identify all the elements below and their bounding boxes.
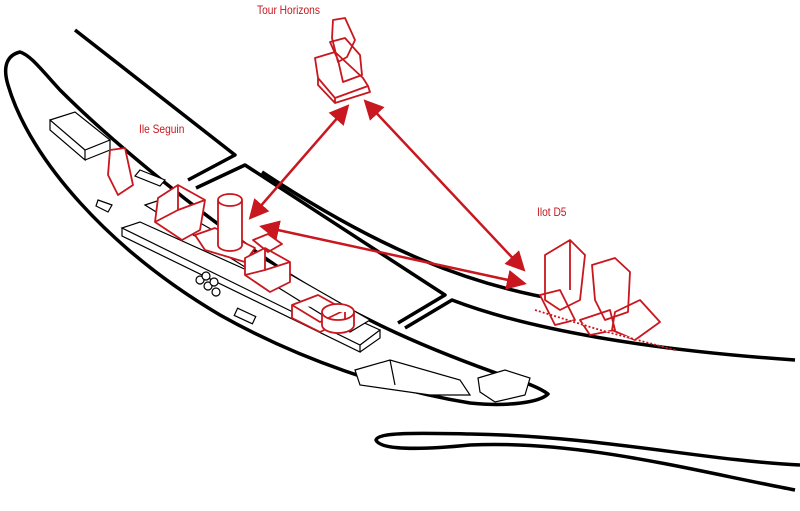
tour-horizons-building	[314, 17, 371, 104]
red-cylinder	[321, 303, 355, 334]
ilot-d5-buildings	[539, 239, 661, 341]
label-ilot-d5: Ilot D5	[537, 205, 567, 219]
ilot-d5-footprint	[534, 309, 676, 351]
bank-lower	[404, 298, 796, 362]
island-outline	[3, 50, 550, 407]
mainland-outline	[374, 431, 800, 492]
projects	[107, 17, 676, 351]
building	[477, 369, 531, 403]
red-tower-left	[107, 147, 134, 196]
building	[95, 199, 113, 213]
building	[233, 307, 257, 325]
building	[48, 111, 112, 162]
label-tour-horizons: Tour Horizons	[257, 3, 320, 17]
arrow-horizons-d5	[363, 99, 526, 272]
building	[354, 359, 472, 396]
riverbanks	[3, 28, 800, 492]
arrow-seguin-horizons	[248, 104, 350, 220]
red-cylinder	[217, 193, 243, 252]
bank-parcel-1	[73, 28, 237, 182]
arrow-seguin-d5	[259, 220, 527, 290]
label-ile-seguin: Ile Seguin	[139, 122, 185, 136]
red-block	[154, 184, 206, 241]
building	[134, 169, 166, 187]
arrows	[248, 99, 527, 290]
